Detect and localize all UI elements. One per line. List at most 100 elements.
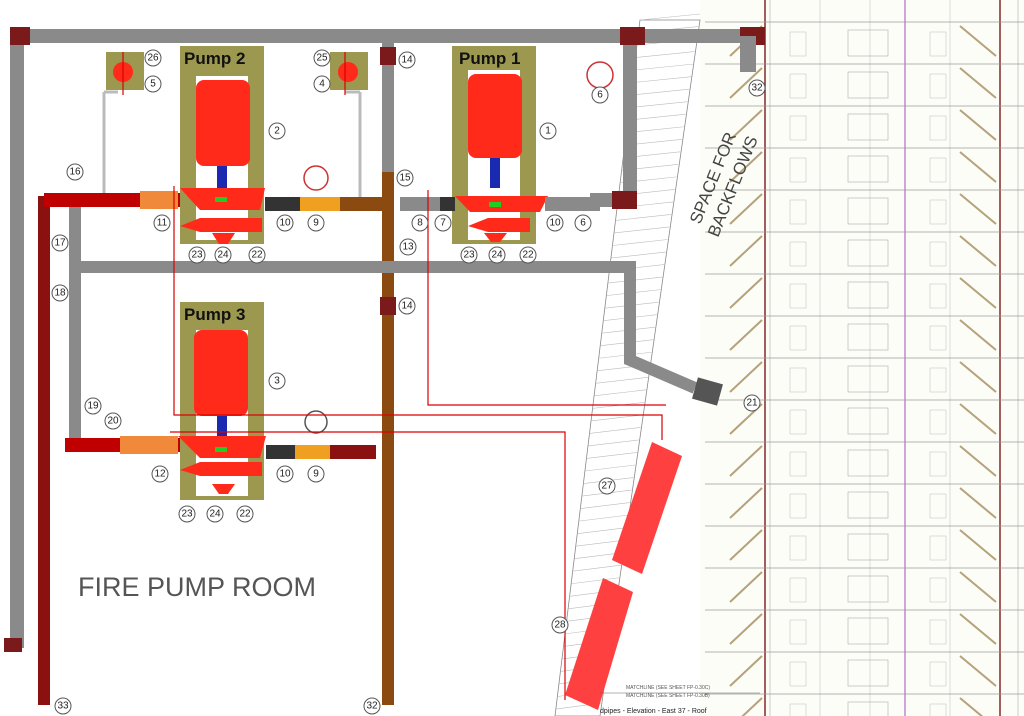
callout-number: 20 bbox=[107, 416, 119, 427]
stair-right bbox=[959, 697, 984, 716]
callout: 26 bbox=[144, 49, 162, 67]
callout: 4 bbox=[313, 75, 331, 93]
callout: 24 bbox=[214, 246, 232, 264]
callout: 14 bbox=[398, 297, 416, 315]
stair-right bbox=[959, 361, 997, 393]
room-label: FIRE PUMP ROOM bbox=[78, 572, 316, 602]
door bbox=[789, 325, 807, 351]
callout: 32 bbox=[748, 79, 766, 97]
callout-circle bbox=[546, 214, 564, 232]
ramp-hatch bbox=[639, 13, 701, 21]
ramp-hatch bbox=[630, 88, 690, 96]
stair-right bbox=[959, 655, 997, 687]
callout: 28 bbox=[551, 616, 569, 634]
callout-circle bbox=[519, 246, 537, 264]
door bbox=[929, 493, 947, 519]
callout: 10 bbox=[276, 465, 294, 483]
ramp-hatch bbox=[633, 63, 693, 71]
door bbox=[929, 73, 947, 99]
stair-right bbox=[959, 445, 997, 477]
door bbox=[929, 325, 947, 351]
callout-number: 24 bbox=[209, 509, 221, 520]
callout-circle bbox=[276, 465, 294, 483]
ramp-hatch bbox=[635, 51, 695, 58]
elevator-door bbox=[847, 281, 889, 309]
pipe-pump1-discharge bbox=[590, 36, 637, 207]
callout: 21 bbox=[743, 394, 761, 412]
stair-left bbox=[729, 445, 763, 477]
door bbox=[789, 409, 807, 435]
callout-number: 14 bbox=[401, 301, 413, 312]
callout-circle bbox=[539, 122, 557, 140]
callout: 22 bbox=[236, 505, 254, 523]
callout: 3 bbox=[268, 372, 286, 390]
door bbox=[929, 115, 947, 141]
pump-2-motor bbox=[196, 80, 250, 166]
callout: 20 bbox=[104, 412, 122, 430]
ramp-hatch bbox=[627, 113, 686, 121]
callout-circle bbox=[748, 79, 766, 97]
controller-28 bbox=[565, 578, 633, 710]
ramp-hatch bbox=[594, 389, 647, 397]
stair-right bbox=[959, 25, 997, 57]
elevator-door bbox=[847, 155, 889, 183]
ramp-hatch bbox=[571, 577, 620, 585]
controller-27 bbox=[612, 442, 682, 574]
callout-number: 33 bbox=[57, 701, 69, 712]
callout: 23 bbox=[178, 505, 196, 523]
callout-circle bbox=[460, 246, 478, 264]
callout-number: 13 bbox=[402, 242, 414, 253]
callout-number: 11 bbox=[157, 218, 168, 229]
callout-circle bbox=[268, 122, 286, 140]
callout-circle bbox=[178, 505, 196, 523]
callout-number: 27 bbox=[601, 481, 613, 492]
stair-left bbox=[729, 277, 763, 309]
callout-number: 10 bbox=[549, 218, 561, 229]
callout-circle bbox=[206, 505, 224, 523]
callout-number: 28 bbox=[554, 620, 566, 631]
callout: 7 bbox=[434, 214, 452, 232]
pump-2-label: Pump 2 bbox=[184, 49, 245, 68]
callout: 16 bbox=[66, 163, 84, 181]
callout-circle bbox=[307, 465, 325, 483]
stair-right bbox=[959, 487, 997, 519]
callout-number: 9 bbox=[313, 218, 319, 229]
callout: 9 bbox=[307, 465, 325, 483]
callout: 11 bbox=[153, 214, 171, 232]
pump-3-motor bbox=[194, 330, 248, 416]
callout: 32 bbox=[363, 697, 381, 715]
ramp-hatch bbox=[577, 527, 627, 534]
callout-circle bbox=[398, 51, 416, 69]
callout-number: 24 bbox=[491, 250, 503, 261]
elevator-door bbox=[847, 113, 889, 141]
callout: 8 bbox=[411, 214, 429, 232]
callout: 33 bbox=[54, 697, 72, 715]
callout-circle bbox=[591, 86, 609, 104]
door bbox=[789, 31, 807, 57]
stair-right bbox=[959, 613, 997, 645]
callout-circle bbox=[144, 49, 162, 67]
callout: 6 bbox=[574, 214, 592, 232]
ramp-hatch bbox=[629, 101, 688, 108]
callout-circle bbox=[276, 214, 294, 232]
stair-left bbox=[729, 529, 763, 561]
door bbox=[929, 367, 947, 393]
callout: 9 bbox=[307, 214, 325, 232]
elevator-door bbox=[847, 365, 889, 393]
callout-circle bbox=[313, 75, 331, 93]
door bbox=[789, 157, 807, 183]
callout-circle bbox=[104, 412, 122, 430]
elevator-door bbox=[847, 617, 889, 645]
callout-number: 25 bbox=[316, 53, 328, 64]
stair-left bbox=[729, 319, 763, 351]
stair-left bbox=[729, 487, 763, 519]
ramp-hatch bbox=[632, 76, 692, 83]
door bbox=[789, 577, 807, 603]
callout: 22 bbox=[248, 246, 266, 264]
door bbox=[929, 577, 947, 603]
door bbox=[929, 451, 947, 477]
stair-right bbox=[959, 151, 997, 183]
ramp-hatch bbox=[578, 514, 629, 522]
callout-circle bbox=[598, 477, 616, 495]
